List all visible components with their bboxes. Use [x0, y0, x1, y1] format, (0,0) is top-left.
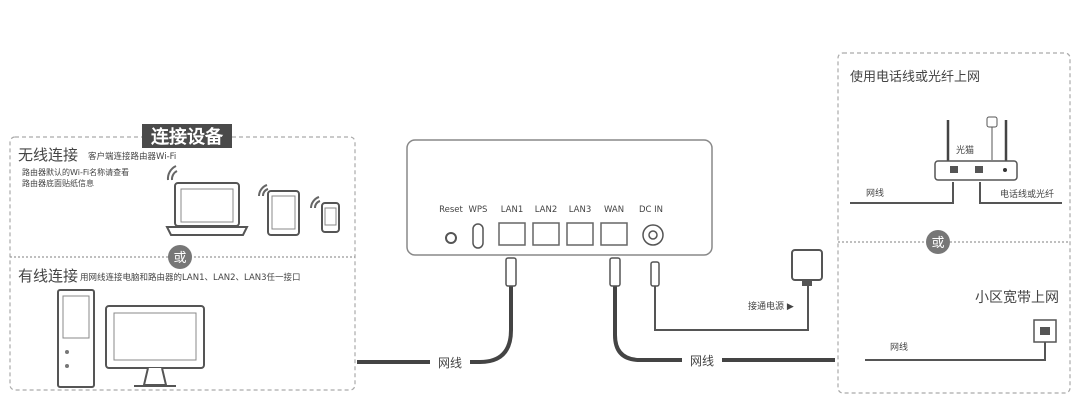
- wps-button: [472, 223, 484, 249]
- option2-heading: 小区宽带上网: [975, 289, 1059, 306]
- wired-subtitle: 用网线连接电脑和路由器的LAN1、LAN2、LAN3任一接口: [80, 272, 301, 283]
- modem-lan-cable: [850, 182, 954, 204]
- lan-cable: [357, 285, 513, 364]
- reset-button: [445, 232, 457, 244]
- or-badge: [168, 245, 192, 269]
- tablet-icon: [258, 184, 300, 236]
- power-label: 接通电源 ▶: [748, 300, 794, 312]
- right-panel-border: [837, 52, 1071, 394]
- monitor-icon: [105, 305, 205, 387]
- wan-cable-label: 网线: [690, 354, 714, 368]
- connect-devices-panel: 连接设备 或 无线连接 客户端连接路由器Wi-Fi 路由器默认的Wi-Fi名称请…: [9, 124, 356, 391]
- wireless-note-2: 路由器底面贴纸信息: [22, 178, 94, 188]
- modem-icon: [934, 116, 1018, 181]
- option1-heading: 使用电话线或光纤上网: [850, 69, 980, 85]
- dc-in-port: [642, 224, 664, 246]
- lan-cable-label: 网线: [438, 356, 462, 370]
- broadband-cable: [865, 342, 1046, 361]
- wireless-heading: 无线连接: [18, 146, 78, 164]
- panel-title: 连接设备: [151, 126, 224, 148]
- wan-cable: [613, 285, 835, 362]
- wireless-subtitle: 客户端连接路由器Wi-Fi: [88, 151, 176, 162]
- port-label-dcin: DC IN: [639, 205, 663, 215]
- line-label: 电话线或光纤: [1000, 188, 1054, 200]
- port-label-wan: WAN: [604, 205, 624, 215]
- or-badge: [926, 230, 950, 254]
- port-label-lan3: LAN3: [569, 205, 592, 215]
- phone-fiber-line: [979, 182, 1062, 204]
- port-label-lan2: LAN2: [535, 205, 558, 215]
- phone-icon: [310, 196, 340, 233]
- port-label-lan1: LAN1: [501, 205, 524, 215]
- port-label-wps: WPS: [469, 205, 488, 215]
- lan2-port: [532, 222, 560, 246]
- wired-heading: 有线连接: [18, 267, 78, 285]
- laptop-icon: [165, 165, 249, 236]
- power-adapter-icon: [791, 249, 823, 286]
- lan1-port: [498, 222, 526, 246]
- router-rear-panel: Reset WPS LAN1 LAN2 LAN3 WAN DC IN: [406, 139, 713, 256]
- wall-jack-icon: [1033, 319, 1057, 343]
- power-cable: [654, 282, 809, 331]
- port-label-reset: Reset: [439, 205, 463, 215]
- internet-source-panel: 或 使用电话线或光纤上网 光猫 网线 电话线或光纤 小区宽带上网 网线: [837, 52, 1071, 394]
- left-panel-border: [9, 136, 356, 391]
- rj45-plug-icon: [505, 257, 517, 287]
- title-badge: [142, 124, 232, 148]
- modem-label: 光猫: [956, 144, 974, 156]
- option2-cable-label: 网线: [890, 341, 908, 353]
- desktop-tower-icon: [57, 289, 95, 388]
- or-label: 或: [931, 236, 944, 251]
- rj45-plug-icon: [609, 257, 621, 287]
- option1-cable-label: 网线: [866, 187, 884, 199]
- wireless-note-1: 路由器默认的Wi-Fi名称请查看: [22, 167, 129, 177]
- or-label: 或: [173, 251, 186, 266]
- lan3-port: [566, 222, 594, 246]
- wan-port: [600, 222, 628, 246]
- dc-plug-icon: [650, 261, 660, 287]
